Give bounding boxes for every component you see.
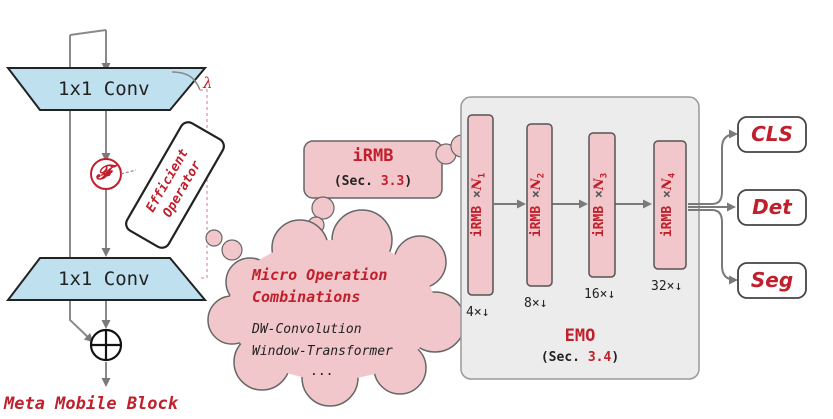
stage-2-n: N <box>529 178 544 191</box>
seg-box <box>737 262 807 299</box>
bubble-dot-3 <box>311 196 335 220</box>
stage-2-sub: 2 <box>536 172 547 179</box>
output-det: Det <box>752 195 792 219</box>
conv-top-shape <box>5 67 208 111</box>
stage-1-irmb: iRMB <box>470 205 485 238</box>
branch-arrow-seg <box>688 209 738 285</box>
irmb-bubble-box <box>303 140 443 199</box>
stage-3-sub: 3 <box>599 172 610 179</box>
stage-2-downsample: 8×↓ <box>524 296 548 311</box>
cls-box <box>737 116 807 153</box>
irmb-sec-suffix: ) <box>404 174 413 189</box>
emo-sec-suffix: ) <box>611 350 620 365</box>
stage-1-sub: 1 <box>477 172 488 179</box>
stage-box-3 <box>588 132 616 278</box>
cloud-item-dw-convolution: DW-Convolution <box>252 322 362 337</box>
stage-3-label: iRMB ×N3 <box>592 150 612 260</box>
stage-4-irmb: iRMB <box>660 205 675 238</box>
lambda-label: λ <box>203 74 213 92</box>
operator-symbol: 𝓕 <box>96 160 111 184</box>
stage-4-label: iRMB ×N4 <box>660 150 680 260</box>
efficient-operator-box <box>125 121 225 249</box>
stage-1-downsample: 4×↓ <box>466 305 490 320</box>
stage-4-n: N <box>660 178 675 191</box>
stage-3-irmb: iRMB <box>592 205 607 238</box>
stage-2-label: iRMB ×N2 <box>529 150 549 260</box>
output-cls: CLS <box>751 122 793 146</box>
conv-bottom-shape <box>5 257 208 301</box>
conv-top-label: 1x1 Conv <box>58 78 150 100</box>
bubble-dot-6 <box>221 239 243 261</box>
micro-operation-cloud <box>207 209 466 407</box>
cloud-item-ellipsis: ... <box>310 364 334 379</box>
skip-branch <box>69 29 107 36</box>
stage-3-n: N <box>592 178 607 191</box>
output-seg: Seg <box>750 268 794 292</box>
stage-1-label: iRMB ×N1 <box>470 150 490 260</box>
det-box <box>737 189 807 226</box>
stage-4-downsample: 32×↓ <box>651 279 683 294</box>
irmb-title: iRMB <box>352 146 394 166</box>
stage-2-times: × <box>529 190 544 198</box>
cloud-item-window-transformer: Window-Transformer <box>252 344 393 359</box>
emo-sec-num: 3.4 <box>587 350 612 365</box>
stage-1-n: N <box>470 178 485 191</box>
conv-bottom-label: 1x1 Conv <box>58 268 150 290</box>
irmb-sec-prefix: (Sec. <box>333 174 381 189</box>
stage-4-times: × <box>660 190 675 198</box>
lambda-bracket <box>200 89 208 279</box>
cloud-title-line2: Combinations <box>252 288 361 306</box>
stage-box-4 <box>653 140 687 270</box>
meta-block-caption: Meta Mobile Block <box>4 394 178 414</box>
residual-connection <box>69 35 94 343</box>
cloud-title-line1: Micro Operation <box>252 266 388 284</box>
emo-title: EMO <box>564 326 596 346</box>
stage-box-2 <box>526 123 553 287</box>
bubble-dot-5 <box>205 229 223 247</box>
lambda-curve <box>171 71 201 91</box>
emo-sec-prefix: (Sec. <box>540 350 588 365</box>
stage-1-times: × <box>470 190 485 198</box>
emo-panel <box>460 96 700 380</box>
irmb-section: (Sec. 3.3) <box>304 174 442 189</box>
stage-3-times: × <box>592 190 607 198</box>
stage-box-1 <box>467 114 494 296</box>
operator-connector <box>120 169 137 175</box>
stage-4-sub: 4 <box>667 172 678 179</box>
stage-2-irmb: iRMB <box>529 205 544 238</box>
branch-arrow-cls <box>688 129 738 205</box>
emo-section: (Sec. 3.4) <box>461 350 699 365</box>
irmb-sec-num: 3.3 <box>380 174 405 189</box>
stage-3-downsample: 16×↓ <box>584 287 616 302</box>
